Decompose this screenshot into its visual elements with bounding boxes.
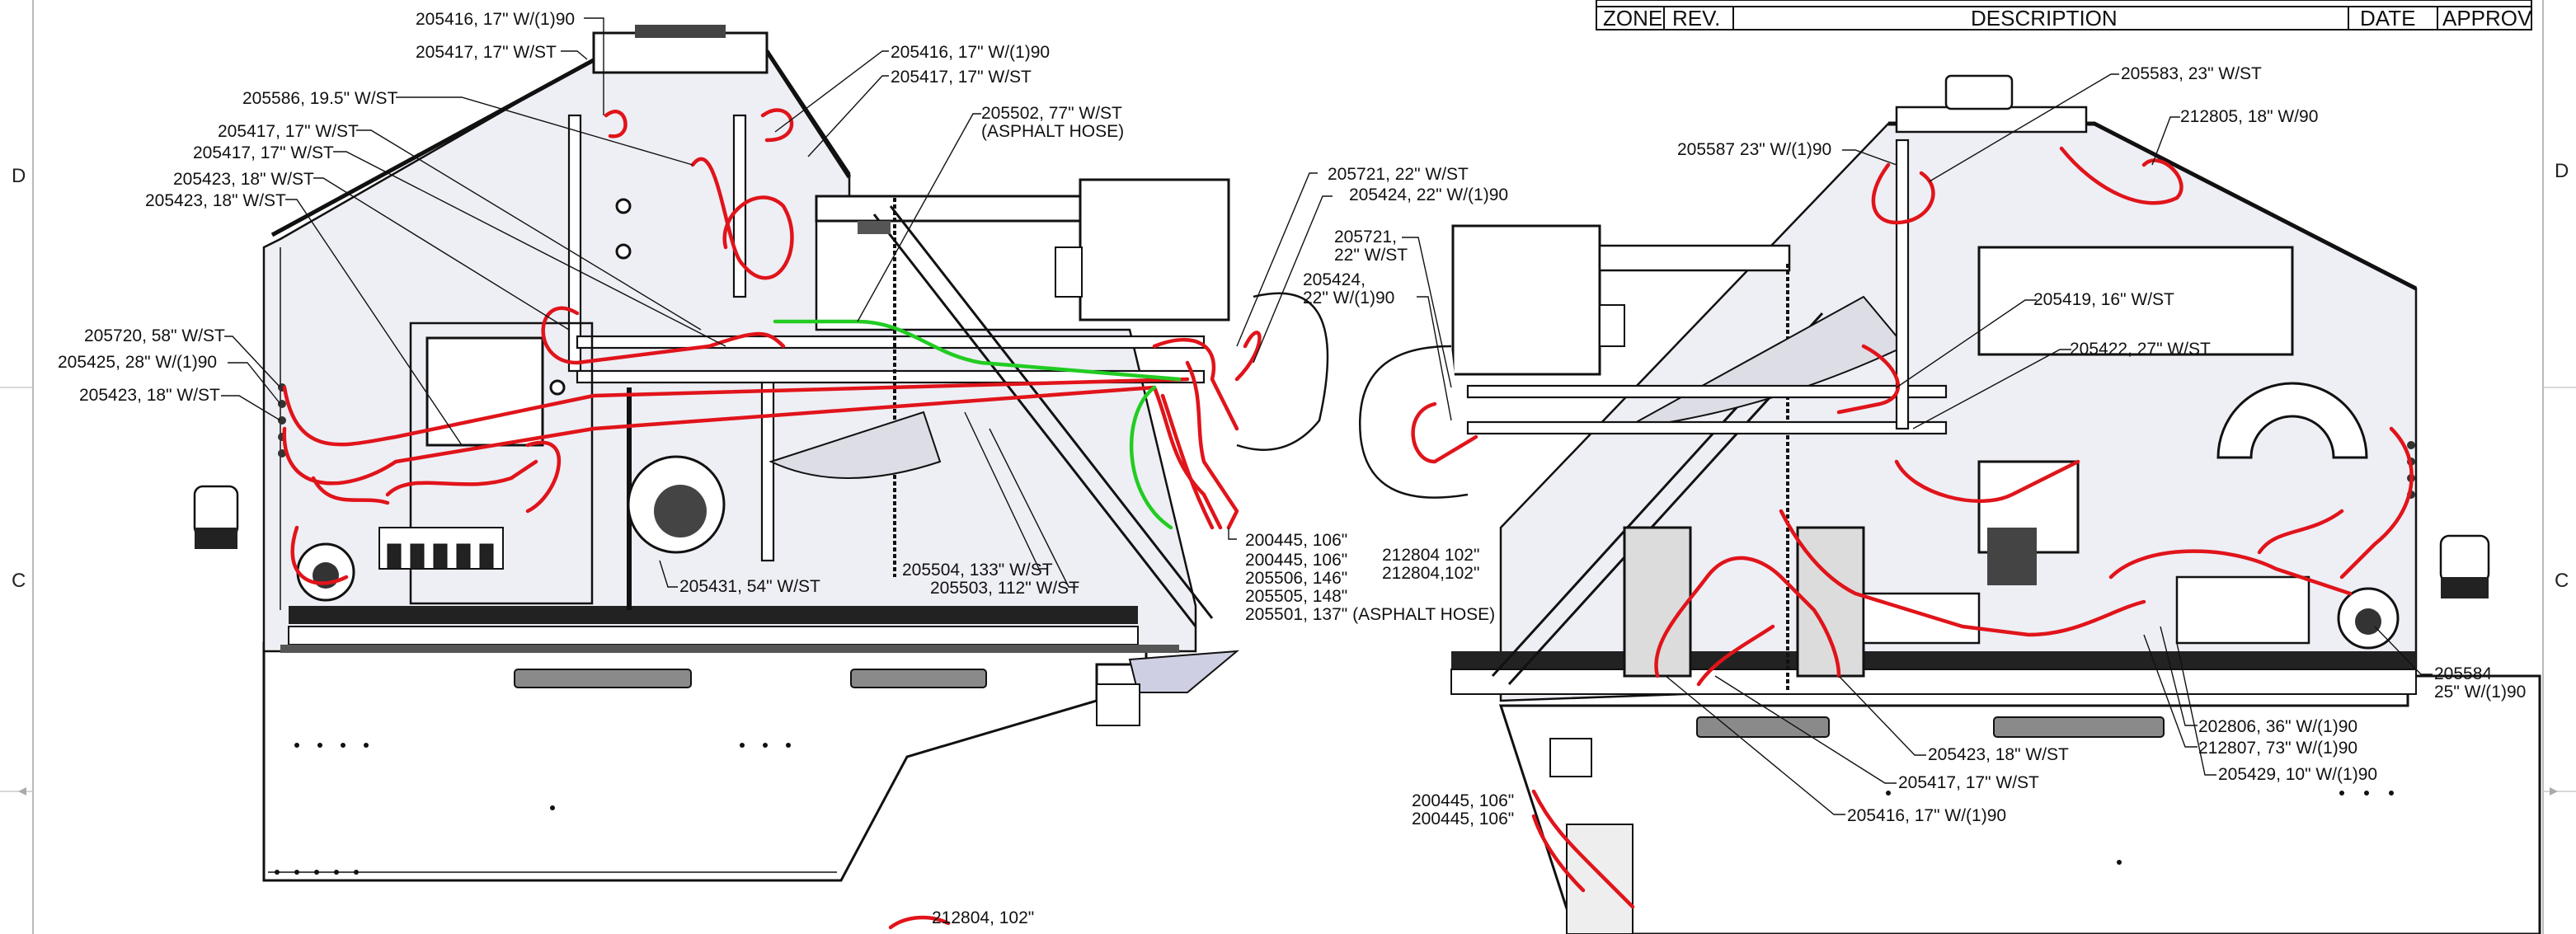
label-r-205419: 205419, 16" W/ST [2033, 290, 2174, 309]
label-l-200445-a: 200445, 106" [1245, 531, 1347, 550]
rev-header-description: DESCRIPTION [1971, 6, 2118, 31]
label-r-200445-b: 200445, 106" [1412, 810, 1514, 828]
label-l-205721: 205721, 22" W/ST [1328, 165, 1469, 184]
label-r-205417: 205417, 17" W/ST [1898, 773, 2039, 792]
rev-header-zone: ZONE [1603, 6, 1662, 31]
zone-label-left-d: D [12, 165, 26, 187]
label-r-205429: 205429, 10" W/(1)90 [2218, 765, 2377, 784]
zone-label-right-c: C [2555, 570, 2569, 592]
label-r-212804-a: 212804 102" [1382, 546, 1479, 565]
label-l-205431: 205431, 54" W/ST [679, 577, 820, 596]
label-r-205721-sub: 22" W/ST [1334, 246, 1408, 265]
label-l-205416-b: 205416, 17" W/(1)90 [891, 43, 1050, 62]
label-r-212807: 212807, 73" W/(1)90 [2198, 739, 2357, 758]
label-l-205506: 205506, 146" [1245, 569, 1347, 588]
label-r-212804-b: 212804,102" [1382, 564, 1479, 583]
left-part-labels: 205416, 17" W/(1)90 205417, 17" W/ST 205… [58, 10, 1508, 927]
right-side-view [1358, 74, 2541, 934]
label-l-205416-a: 205416, 17" W/(1)90 [416, 10, 575, 29]
label-l-205417-c: 205417, 17" W/ST [193, 143, 334, 162]
label-l-205504: 205504, 133" W/ST [902, 561, 1053, 580]
revision-table: ZONE REV. DESCRIPTION DATE APPROV [1596, 0, 2532, 31]
label-l-212804: 212804, 102" [932, 908, 1034, 927]
zone-label-left-c: C [12, 570, 26, 592]
label-r-202806: 202806, 36" W/(1)90 [2198, 717, 2357, 736]
label-r-205584-sub: 25" W/(1)90 [2434, 683, 2526, 702]
label-r-205424: 205424, [1303, 270, 1366, 289]
label-l-200445-b: 200445, 106" [1245, 551, 1347, 570]
label-l-205586: 205586, 19.5" W/ST [242, 89, 398, 108]
label-r-205583: 205583, 23" W/ST [2121, 64, 2262, 83]
right-part-labels: 205583, 23" W/ST 212805, 18" W/90 205587… [1303, 64, 2526, 828]
left-leader-lines [221, 17, 1333, 588]
label-l-205423-c: 205423, 18" W/ST [79, 386, 220, 405]
label-l-205505: 205505, 148" [1245, 587, 1347, 606]
label-l-205417-b: 205417, 17" W/ST [218, 122, 359, 141]
label-l-205501: 205501, 137" (ASPHALT HOSE) [1245, 605, 1495, 624]
left-side-view [193, 25, 1329, 930]
rev-header-approv: APPROV [2442, 6, 2532, 31]
right-leader-lines [1402, 73, 2433, 815]
label-l-205417-a: 205417, 17" W/ST [416, 43, 557, 62]
label-r-205587: 205587 23" W/(1)90 [1677, 140, 1831, 159]
label-r-205424-sub: 22" W/(1)90 [1303, 289, 1394, 307]
label-l-205502: 205502, 77" W/ST [981, 104, 1122, 123]
label-l-205424: 205424, 22" W/(1)90 [1349, 185, 1508, 204]
label-l-205720: 205720, 58" W/ST [84, 326, 225, 345]
label-l-205423-a: 205423, 18" W/ST [173, 170, 314, 189]
label-r-205416: 205416, 17" W/(1)90 [1847, 806, 2006, 825]
label-r-205422: 205422, 27" W/ST [2070, 340, 2211, 359]
label-l-205503: 205503, 112" W/ST [930, 579, 1079, 598]
label-r-200445-a: 200445, 106" [1412, 791, 1514, 810]
rev-header-rev: REV. [1672, 6, 1720, 31]
label-r-205423: 205423, 18" W/ST [1928, 745, 2069, 764]
label-l-205425: 205425, 28" W/(1)90 [58, 353, 217, 372]
zone-label-right-d: D [2555, 160, 2569, 182]
label-l-205417-d: 205417, 17" W/ST [891, 68, 1032, 87]
label-r-205584: 205584 [2434, 664, 2492, 683]
label-l-205423-b: 205423, 18" W/ST [145, 191, 286, 210]
label-l-asphalt-hose: (ASPHALT HOSE) [981, 122, 1124, 141]
rev-header-date: DATE [2360, 6, 2415, 31]
label-r-212805: 212805, 18" W/90 [2180, 107, 2318, 126]
label-r-205721: 205721, [1334, 228, 1397, 246]
